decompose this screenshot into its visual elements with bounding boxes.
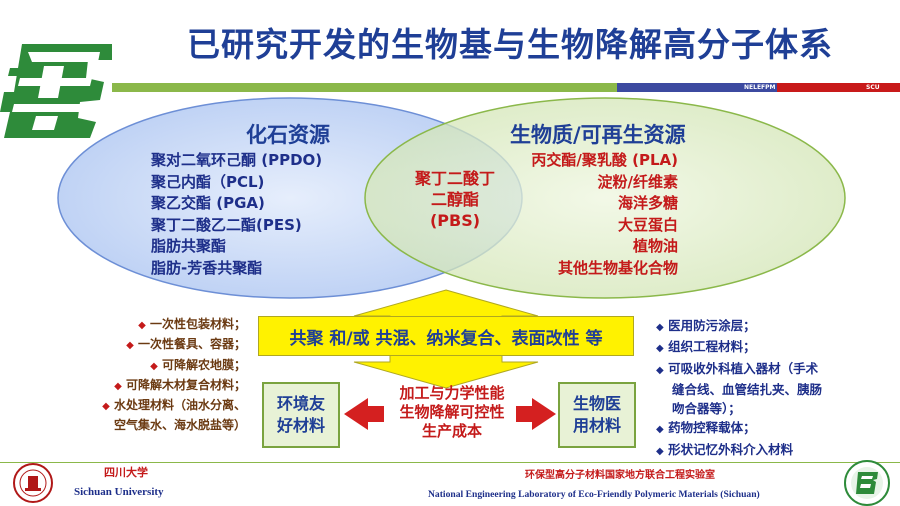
lab-code: NELEFPM: [744, 84, 776, 91]
list-item: 吻合器等）；: [672, 401, 741, 417]
diamond-bullet-icon: ◆: [138, 320, 146, 331]
page-title: 已研究开发的生物基与生物降解高分子体系: [187, 25, 833, 64]
list-item: 脂肪共聚酯: [151, 237, 227, 255]
header-bar-red: [777, 83, 900, 92]
list-item: ◆ 水处理材料（油水分离、: [102, 398, 246, 413]
diamond-bullet-icon: ◆: [656, 322, 664, 333]
b-logo-icon: [844, 460, 890, 506]
list-item: ◆ 可吸收外科植入器材（手术: [656, 360, 819, 376]
list-item: 植物油: [632, 237, 678, 255]
header-bar-blue: [617, 83, 777, 92]
university-code: SCU: [866, 84, 880, 91]
list-item: 淀粉/纤维素: [597, 172, 678, 191]
university-name-cn: 四川大学: [104, 466, 148, 479]
list-item: ◆ 可降解农地膜；: [150, 357, 246, 372]
lab-name-en: National Engineering Laboratory of Eco-F…: [428, 489, 760, 500]
footer-divider: [0, 462, 900, 463]
bio-title: 生物质/可再生资源: [510, 123, 686, 147]
diamond-bullet-icon: ◆: [114, 380, 122, 392]
list-item: 其他生物基化合物: [557, 258, 678, 277]
diamond-bullet-icon: ◆: [656, 343, 664, 355]
list-item: 缝合线、血管结扎夹、胰肠: [672, 381, 823, 397]
bio-list: 丙交酯/聚乳酸 (PLA) 淀粉/纤维素 海洋多糖 大豆蛋白 植物油 其他生物基…: [531, 150, 678, 279]
list-item: ◆ 一次性包装材料；: [138, 317, 246, 331]
list-item: 海洋多糖: [617, 194, 678, 212]
list-item: 空气集水、海水脱盐等）: [113, 418, 246, 433]
scu-seal-icon: [13, 463, 53, 503]
venn-diagram: [57, 97, 846, 299]
box-line: 好材料: [276, 416, 325, 435]
diamond-bullet-icon: ◆: [126, 340, 134, 352]
overlap-label: 聚丁二酸丁 二醇酯 (PBS): [395, 168, 515, 231]
fossil-list: 聚对二氧环己酮 (PPDO) 聚己内酯（PCL) 聚乙交酯 (PGA) 聚丁二酸…: [151, 150, 322, 279]
list-item: ◆ 一次性餐具、容器；: [126, 337, 246, 352]
overlap-line: 二醇酯: [430, 190, 479, 209]
fossil-title: 化石资源: [246, 123, 330, 147]
diamond-bullet-icon: ◆: [656, 445, 664, 457]
list-item: 聚己内酯（PCL): [151, 172, 265, 191]
overlap-line: (PBS): [429, 211, 481, 230]
box-line: 生物医: [572, 394, 621, 413]
environmental-applications: ◆ 一次性包装材料； ◆ 一次性餐具、容器； ◆ 可降解农地膜； ◆ 可降解木材…: [102, 315, 246, 436]
env-material-box: 环境友 好材料: [262, 382, 340, 448]
property-line: 生物降解可控性: [399, 403, 505, 421]
box-line: 用材料: [572, 416, 621, 435]
property-line: 加工与力学性能: [399, 384, 505, 402]
list-item: ◆ 形状记忆外科介入材料: [656, 441, 794, 457]
list-item: 大豆蛋白: [617, 215, 678, 234]
medical-applications: ◆ 医用防污涂层； ◆ 组织工程材料； ◆ 可吸收外科植入器材（手术 缝合线、血…: [656, 316, 896, 461]
list-item: ◆ 可降解木材复合材料；: [114, 377, 246, 392]
list-item: ◆ 药物控释载体；: [656, 420, 756, 436]
medical-material-box: 生物医 用材料: [558, 382, 636, 448]
list-item: 脂肪-芳香共聚酯: [151, 258, 263, 277]
left-arrow: [344, 398, 384, 430]
list-item: 聚丁二酸乙二酯(PES): [151, 215, 302, 234]
overlap-line: 聚丁二酸丁: [414, 169, 495, 188]
header-bar-green: [112, 83, 617, 92]
lab-name-cn: 环保型高分子材料国家地方联合工程实验室: [525, 470, 715, 481]
diamond-bullet-icon: ◆: [102, 401, 110, 413]
box-line: 环境友: [276, 394, 325, 413]
right-arrow: [516, 398, 556, 430]
b-logo-icon: [0, 44, 112, 138]
property-line: 生产成本: [421, 422, 482, 440]
diamond-bullet-icon: ◆: [656, 364, 664, 376]
diamond-bullet-icon: ◆: [656, 424, 664, 436]
list-item: ◆ 医用防污涂层；: [656, 318, 756, 333]
diamond-bullet-icon: ◆: [150, 360, 158, 372]
list-item: 丙交酯/聚乳酸 (PLA): [531, 151, 678, 169]
method-bar: 共聚 和/或 共混、纳米复合、表面改性 等: [258, 316, 634, 356]
list-item: 聚乙交酯 (PGA): [151, 194, 265, 212]
bio-ellipse: [364, 97, 846, 299]
university-name-en: Sichuan University: [74, 486, 164, 498]
list-item: 聚对二氧环己酮 (PPDO): [151, 151, 323, 169]
list-item: ◆ 组织工程材料；: [656, 339, 756, 355]
property-text: 加工与力学性能 生物降解可控性 生产成本: [372, 384, 532, 441]
